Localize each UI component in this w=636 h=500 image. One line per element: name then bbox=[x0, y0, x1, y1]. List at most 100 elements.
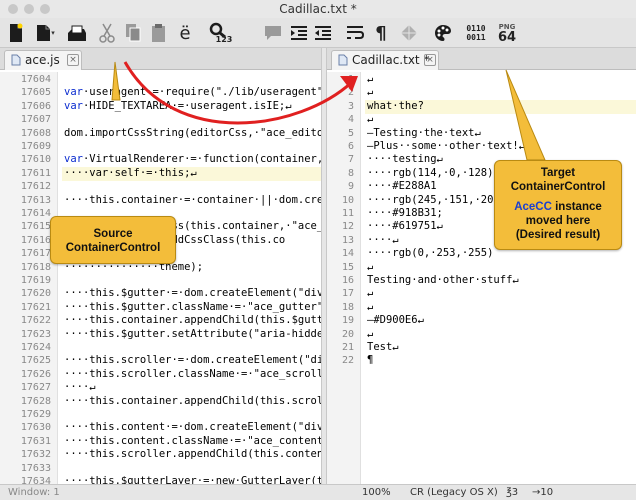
line-number: 17609 bbox=[20, 141, 51, 152]
code-line: ····this.container.appendChild(this.scro… bbox=[64, 394, 321, 407]
code-line: ····rgb(114,·0,·128); bbox=[367, 166, 500, 179]
line-number: 22 bbox=[341, 355, 354, 367]
code-line: ↵ bbox=[367, 86, 374, 99]
tab-label: Cadillac.txt * bbox=[352, 53, 430, 67]
png-base64-button[interactable]: PNG 64 bbox=[494, 21, 520, 45]
code-line: ····this.$gutter·=·dom.createElement("di… bbox=[64, 287, 321, 300]
tab-close-icon[interactable]: × bbox=[67, 54, 79, 66]
wrap-button[interactable] bbox=[344, 21, 366, 45]
line-number: 18 bbox=[341, 301, 354, 313]
search-icon bbox=[209, 22, 226, 38]
code-line: ····var·self·=·this;↵ bbox=[64, 166, 197, 179]
code-line: ····↵ bbox=[64, 381, 96, 394]
new-file-button[interactable] bbox=[6, 21, 26, 45]
target-callout: Target ContainerControl AceCC instance m… bbox=[494, 160, 622, 250]
minimize-window-icon[interactable] bbox=[24, 4, 34, 14]
window-title: Cadillac.txt * bbox=[279, 2, 357, 16]
code-line: what·the? bbox=[367, 99, 424, 112]
line-number: 17614 bbox=[20, 208, 51, 219]
line-number: 11 bbox=[341, 208, 354, 219]
source-callout-line2: ContainerControl bbox=[65, 242, 161, 254]
tab-cadillac-txt[interactable]: Cadillac.txt * × bbox=[331, 50, 439, 70]
outdent-button[interactable] bbox=[312, 21, 334, 45]
line-number: 17625 bbox=[20, 355, 51, 367]
paste-button[interactable] bbox=[148, 21, 170, 45]
line-number: 17612 bbox=[20, 181, 51, 193]
code-line: ····this.scroller.appendChild(this.conte… bbox=[64, 448, 321, 461]
line-number: 17622 bbox=[20, 315, 51, 327]
line-number: 17626 bbox=[20, 368, 51, 380]
line-number: 17 bbox=[341, 288, 354, 300]
copy-button[interactable] bbox=[122, 21, 144, 45]
show-invisibles-button[interactable]: ¶ bbox=[370, 21, 392, 45]
line-number: 17605 bbox=[20, 87, 51, 99]
tab-ace-js[interactable]: ace.js × bbox=[4, 50, 82, 70]
palette-icon bbox=[435, 25, 451, 41]
new-file-icon bbox=[10, 23, 23, 42]
current-line-highlight bbox=[365, 99, 636, 114]
open-file-button[interactable]: ▾ bbox=[32, 21, 58, 45]
status-bar: Window: 1 100% CR (Legacy OS X) ℥3 →10 bbox=[0, 484, 636, 500]
line-number: 17607 bbox=[20, 114, 51, 126]
code-line: Test↵ bbox=[367, 341, 399, 353]
line-number: 17624 bbox=[20, 342, 51, 353]
line-number: 17613 bbox=[20, 194, 51, 206]
cut-button[interactable] bbox=[96, 21, 118, 45]
status-zoom[interactable]: 100% bbox=[362, 487, 391, 498]
open-dropdown-icon[interactable]: ▾ bbox=[51, 29, 55, 37]
code-line: var·HIDE_TEXTAREA·=·useragent.isIE;↵ bbox=[64, 99, 292, 112]
speech-bubble-icon bbox=[265, 26, 281, 40]
line-number: 17611 bbox=[20, 167, 51, 179]
line-number: 17621 bbox=[20, 301, 51, 313]
pane-splitter[interactable] bbox=[321, 48, 327, 484]
diamond-grid-icon bbox=[401, 25, 417, 41]
right-code-area[interactable]: ↵↵what·the?↵—Testing·the·text↵—Plus··som… bbox=[365, 72, 636, 484]
left-tab-strip: ace.js × bbox=[0, 48, 321, 70]
line-number: 17634 bbox=[20, 476, 51, 487]
line-number: 17630 bbox=[20, 422, 51, 434]
save-file-button[interactable] bbox=[64, 21, 90, 45]
search-button[interactable]: 123 bbox=[204, 21, 232, 45]
close-window-icon[interactable] bbox=[8, 4, 18, 14]
quote-button[interactable]: ë bbox=[174, 21, 196, 45]
binary-bottom: 0011 bbox=[466, 33, 486, 42]
indent-button[interactable] bbox=[288, 21, 310, 45]
status-line-count: ℥3 bbox=[506, 487, 519, 498]
code-line: ····this.content·=·dom.createElement("di… bbox=[64, 421, 321, 434]
code-line: ↵ bbox=[367, 300, 374, 313]
target-callout-line1: Target bbox=[540, 167, 576, 179]
code-line: ↵ bbox=[367, 260, 374, 273]
comment-button[interactable] bbox=[262, 21, 284, 45]
color-picker-button[interactable] bbox=[432, 21, 454, 45]
code-line: var·VirtualRenderer·=·function(container… bbox=[64, 153, 321, 166]
code-line: ····this.$gutterLayer·=·new·GutterLayer(… bbox=[64, 475, 321, 484]
tab-close-icon[interactable]: × bbox=[424, 54, 436, 66]
target-callout-line4: moved here bbox=[525, 215, 591, 227]
png-label: PNG bbox=[498, 22, 516, 31]
line-number: 4 bbox=[347, 114, 354, 126]
line-number: 17620 bbox=[20, 288, 51, 300]
code-line: ····#619751↵ bbox=[367, 220, 443, 233]
left-code-area[interactable]: var·useragent·=·require("./lib/useragent… bbox=[62, 72, 321, 484]
line-number: 6 bbox=[347, 141, 354, 152]
line-number: 21 bbox=[341, 342, 354, 353]
zoom-window-icon[interactable] bbox=[40, 4, 50, 14]
line-number: 16 bbox=[341, 275, 354, 286]
binary-top: 0110 bbox=[466, 24, 486, 33]
status-char-count: →10 bbox=[532, 487, 554, 498]
line-number: 17606 bbox=[20, 100, 51, 112]
binary-button[interactable]: 0110 0011 bbox=[462, 21, 490, 45]
line-number: 9 bbox=[347, 181, 354, 193]
code-line: var·useragent·=·require("./lib/useragent… bbox=[64, 86, 321, 99]
outdent-icon bbox=[315, 26, 331, 40]
code-line: Testing·and·other·stuff↵ bbox=[367, 274, 519, 286]
pilcrow-icon: ¶ bbox=[375, 22, 387, 44]
syntax-button[interactable] bbox=[398, 21, 420, 45]
line-number: 17632 bbox=[20, 449, 51, 461]
status-line-ending[interactable]: CR (Legacy OS X) bbox=[410, 487, 498, 498]
line-number: 5 bbox=[347, 127, 354, 139]
search-count: 123 bbox=[215, 35, 233, 44]
